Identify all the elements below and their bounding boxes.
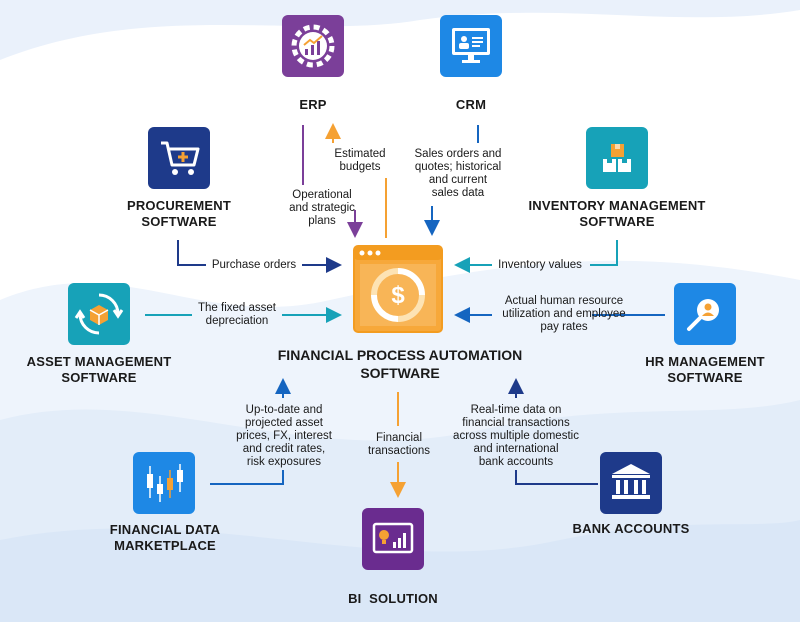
candlestick-icon	[147, 464, 183, 502]
cart-icon	[161, 141, 200, 175]
label-line: transactions	[367, 445, 430, 457]
bi-tile	[362, 508, 424, 570]
erp-tile	[282, 15, 344, 77]
marketplace-tile	[133, 452, 195, 514]
center-app-icon: $	[352, 244, 444, 334]
label-line: budgets	[339, 161, 381, 173]
label-line: bank accounts	[478, 456, 554, 468]
label-line: projected asset	[245, 417, 323, 429]
label-line: and credit rates,	[242, 443, 326, 455]
procurement-title-line2: SOFTWARE	[141, 214, 217, 229]
procurement-title: PROCUREMENT SOFTWARE	[104, 198, 254, 230]
asset-tile	[68, 283, 130, 345]
label-estimated-budgets: Estimated budgets	[325, 148, 395, 174]
dollar-cycle-icon: $	[353, 245, 443, 333]
crm-title: CRM	[455, 97, 487, 112]
label-line: and international	[473, 443, 559, 455]
bank-icon	[612, 464, 650, 499]
label-sales-orders: Sales orders and quotes; historical and …	[403, 148, 513, 200]
monitor-contact-icon	[452, 28, 490, 63]
label-line: Inventory values	[498, 259, 582, 271]
marketplace-title: FINANCIAL DATA MARKETPLACE	[90, 522, 240, 554]
person-search-icon	[687, 299, 719, 331]
label-line: across multiple domestic	[453, 430, 579, 442]
asset-title-line1: ASSET MANAGEMENT	[26, 354, 172, 369]
label-financial-transactions: Financial transactions	[360, 432, 438, 458]
center-title: FINANCIAL PROCESS AUTOMATION SOFTWARE	[250, 346, 550, 382]
label-line: utilization and employee	[502, 308, 626, 320]
bulb-chart-icon	[372, 522, 414, 554]
label-line: Operational	[292, 189, 352, 201]
label-line: Financial	[375, 432, 423, 444]
label-line: Up-to-date and	[245, 404, 323, 416]
arrow-procurement-to-center	[177, 240, 206, 266]
hr-title-line1: HR MANAGEMENT	[645, 354, 765, 369]
label-line: Estimated	[334, 148, 386, 160]
arrow-bank-to-center	[515, 470, 598, 485]
label-line: and current	[428, 174, 488, 186]
hr-title-line2: SOFTWARE	[667, 370, 743, 385]
arrow-marketplace-to-center	[210, 470, 284, 485]
hr-title: HR MANAGEMENT SOFTWARE	[630, 354, 780, 386]
arrow-inventory-to-center	[590, 240, 618, 266]
gear-chart-icon	[291, 24, 335, 68]
boxes-icon	[603, 144, 631, 172]
erp-title: ERP	[299, 97, 327, 112]
label-fixed-asset: The fixed asset depreciation	[190, 302, 284, 328]
bi-title: BI SOLUTION	[348, 591, 438, 606]
marketplace-title-line1: FINANCIAL DATA	[109, 522, 221, 537]
label-line: risk exposures	[246, 456, 322, 468]
label-line: plans	[308, 215, 336, 227]
inventory-title: INVENTORY MANAGEMENT SOFTWARE	[517, 198, 717, 230]
label-line: quotes; historical	[414, 161, 502, 173]
inventory-title-line2: SOFTWARE	[579, 214, 655, 229]
label-line: prices, FX, interest	[236, 430, 332, 442]
inventory-tile	[586, 127, 648, 189]
center-title-line1: FINANCIAL PROCESS AUTOMATION	[277, 347, 523, 363]
label-inventory-values: Inventory values	[490, 259, 590, 272]
label-operational-plans: Operational and strategic plans	[282, 189, 362, 228]
procurement-tile	[148, 127, 210, 189]
bank-title: BANK ACCOUNTS	[572, 521, 690, 536]
hr-tile	[674, 283, 736, 345]
label-line: sales data	[431, 187, 485, 199]
label-line: financial transactions	[462, 417, 570, 429]
label-line: Real-time data on	[470, 404, 562, 416]
asset-title-line2: SOFTWARE	[61, 370, 137, 385]
bank-tile	[600, 452, 662, 514]
marketplace-title-line2: MARKETPLACE	[114, 538, 216, 553]
procurement-title-line1: PROCUREMENT	[126, 198, 232, 213]
label-line: Actual human resource	[504, 295, 624, 307]
label-line: and strategic	[289, 202, 355, 214]
label-market-data: Up-to-date and projected asset prices, F…	[228, 404, 340, 469]
label-line: The fixed asset	[198, 302, 276, 314]
asset-title: ASSET MANAGEMENT SOFTWARE	[18, 354, 180, 386]
box-cycle-icon	[74, 293, 124, 335]
label-line: Sales orders and	[414, 148, 502, 160]
label-bank-data: Real-time data on financial transactions…	[446, 404, 586, 469]
label-line: pay rates	[540, 321, 588, 333]
label-purchase-orders: Purchase orders	[204, 259, 304, 272]
label-hr-utilization: Actual human resource utilization and em…	[490, 295, 638, 334]
label-line: Purchase orders	[211, 259, 297, 271]
inventory-title-line1: INVENTORY MANAGEMENT	[528, 198, 706, 213]
svg-text:$: $	[391, 282, 405, 309]
label-line: depreciation	[205, 315, 269, 327]
center-title-line2: SOFTWARE	[360, 365, 440, 381]
crm-tile	[440, 15, 502, 77]
